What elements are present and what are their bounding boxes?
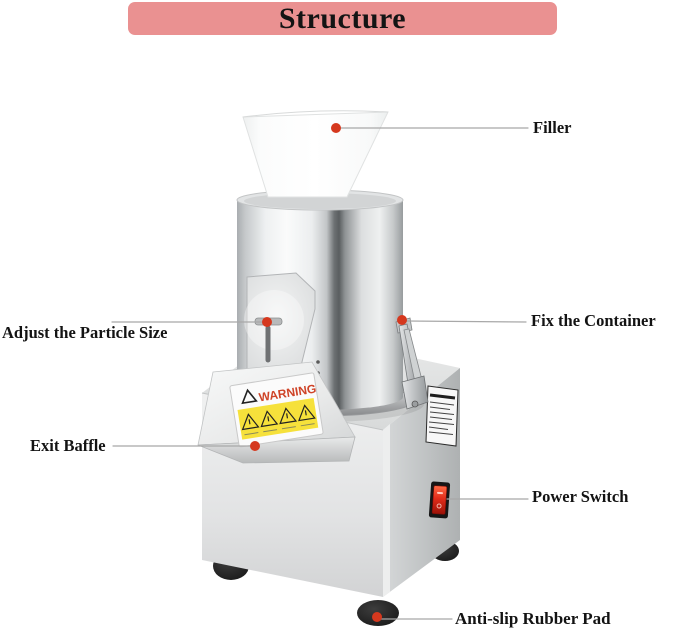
power-switch bbox=[428, 481, 451, 519]
anti-slip-dot bbox=[372, 612, 382, 622]
label-power-switch: Power Switch bbox=[532, 487, 629, 506]
fix-container-dot bbox=[397, 315, 407, 325]
title-banner: Structure bbox=[128, 2, 557, 35]
exit-baffle-chute: WARNING bbox=[197, 361, 356, 464]
filler-funnel bbox=[242, 110, 389, 198]
leader-lines bbox=[111, 127, 529, 620]
marker-dots bbox=[250, 123, 407, 622]
adjust-particle-dot bbox=[262, 317, 272, 327]
exit-baffle-dot bbox=[250, 441, 260, 451]
label-filler: Filler bbox=[533, 118, 572, 137]
page-title: Structure bbox=[278, 1, 407, 35]
label-fix-container: Fix the Container bbox=[531, 311, 656, 330]
particle-size-hatch bbox=[244, 272, 316, 372]
fix-container-line bbox=[405, 320, 527, 323]
filler-dot bbox=[331, 123, 341, 133]
hazard-triangle-icons bbox=[241, 404, 316, 431]
label-anti-slip-pad: Anti-slip Rubber Pad bbox=[455, 609, 611, 628]
label-exit-baffle: Exit Baffle bbox=[30, 436, 106, 455]
warning-triangle-icon bbox=[241, 388, 258, 405]
warning-sticker: WARNING bbox=[229, 372, 324, 448]
rating-label bbox=[425, 385, 459, 447]
base-edge-highlight bbox=[383, 424, 390, 597]
label-adjust-particle-size: Adjust the Particle Size bbox=[2, 323, 168, 342]
